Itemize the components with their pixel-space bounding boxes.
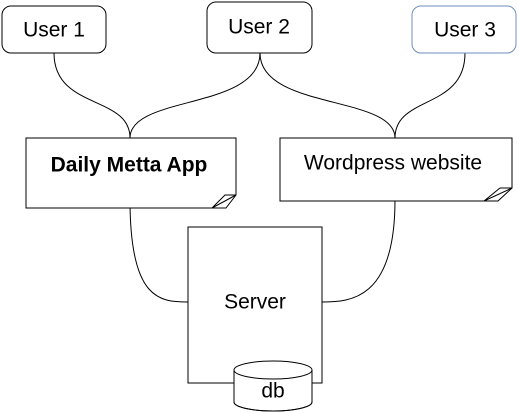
website-node[interactable]: Wordpress website [279, 137, 513, 202]
edge-user2-app [129, 52, 261, 139]
app-node[interactable]: Daily Metta App [25, 137, 237, 209]
db-node[interactable]: db [233, 360, 313, 412]
connectors [53, 52, 466, 303]
user2-label: User 2 [228, 16, 290, 39]
server-node[interactable]: Server [187, 226, 323, 384]
user1-node[interactable]: User 1 [1, 5, 107, 54]
edge-user2-website [259, 52, 396, 139]
website-note-fold-icon [483, 187, 513, 202]
db-label: db [261, 380, 284, 403]
user3-label: User 3 [434, 19, 496, 42]
edge-user3-website [394, 52, 466, 139]
app-note-fold-icon [211, 194, 237, 209]
db-top-icon [233, 360, 313, 380]
user3-node[interactable]: User 3 [411, 5, 517, 54]
server-label: Server [224, 291, 286, 314]
user2-node[interactable]: User 2 [206, 1, 313, 54]
user1-label: User 1 [23, 19, 85, 42]
edge-app-server [129, 199, 189, 303]
website-label: Wordpress website [304, 152, 482, 175]
app-label: Daily Metta App [51, 154, 208, 177]
edge-website-server [321, 199, 396, 303]
edge-user1-app [53, 52, 131, 139]
